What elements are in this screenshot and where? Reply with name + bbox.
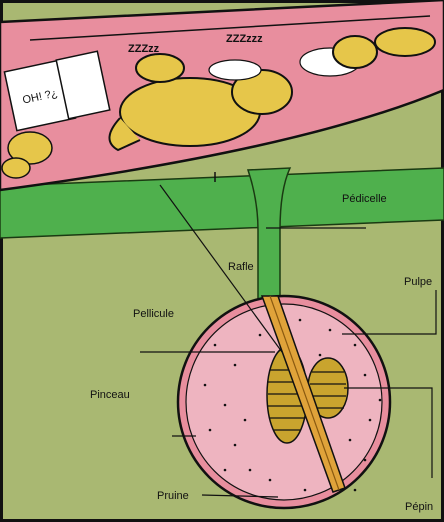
label-pruine: Pruine	[157, 490, 189, 502]
snore-text-2: ZZZzzz	[226, 33, 263, 45]
snore-text-1: ZZZzz	[128, 43, 160, 55]
right-body	[375, 28, 435, 56]
right-head	[333, 36, 377, 68]
label-pepin: Pépin	[405, 501, 433, 513]
label-rafle: Rafle	[228, 261, 254, 273]
label-pulpe: Pulpe	[404, 276, 432, 288]
label-pedicelle: Pédicelle	[342, 193, 387, 205]
sleeper-pillow	[209, 60, 261, 80]
label-pinceau: Pinceau	[90, 389, 130, 401]
label-pellicule: Pellicule	[133, 308, 174, 320]
reader-shoe	[2, 158, 30, 178]
sleeper-hand	[136, 54, 184, 82]
